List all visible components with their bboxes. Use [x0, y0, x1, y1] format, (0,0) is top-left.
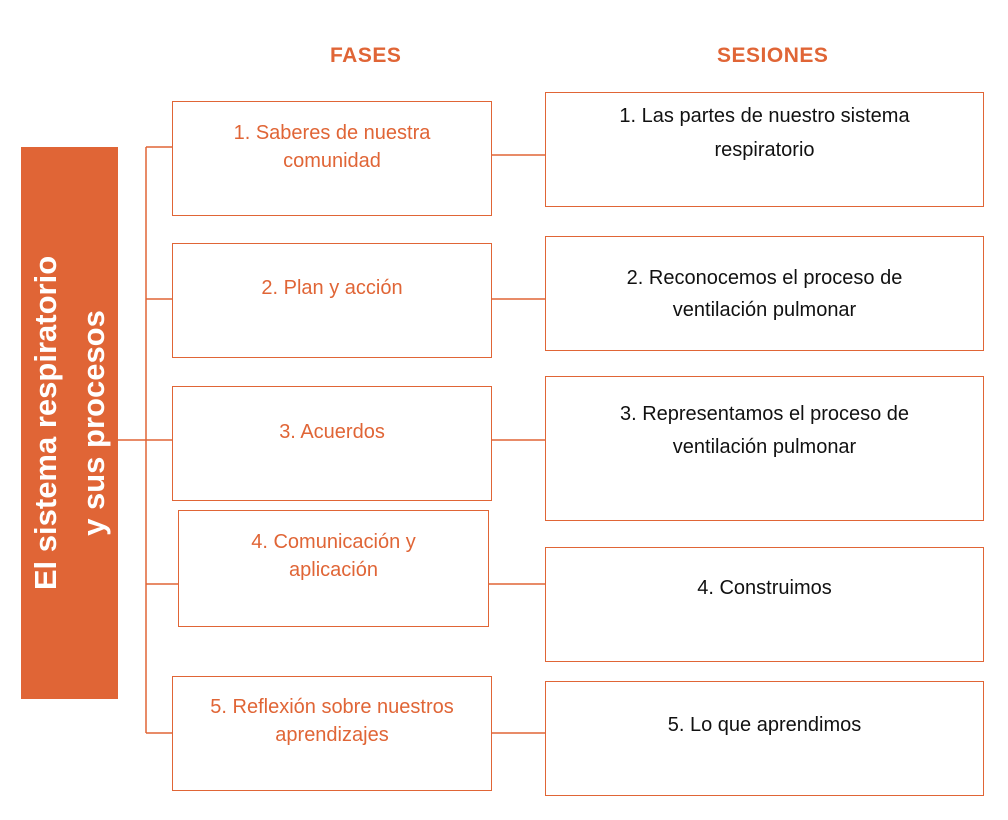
session-box-5: 5. Lo que aprendimos — [545, 681, 984, 796]
session-2-line-1: 2. Reconocemos el proceso de — [626, 267, 903, 289]
phase-1-line-2: comunidad — [283, 150, 381, 172]
topic-line-1: El sistema respiratorio — [27, 255, 63, 591]
phases-header: FASES — [330, 44, 402, 67]
session-box-4: 4. Construimos — [545, 547, 984, 662]
session-2-line-2: ventilación pulmonar — [672, 299, 857, 321]
session-box-2: 2. Reconocemos el proceso de ventilación… — [545, 236, 984, 351]
phase-box-4: 4. Comunicación y aplicación — [178, 510, 489, 627]
phase-4-line-1: 4. Comunicación y — [251, 531, 416, 553]
phase-4-line-2: aplicación — [289, 559, 378, 581]
topic-line-2: y sus procesos — [75, 310, 111, 536]
session-5-line-1: 5. Lo que aprendimos — [667, 714, 862, 736]
phase-5-line-1: 5. Reflexión sobre nuestros — [210, 696, 454, 718]
phase-box-5: 5. Reflexión sobre nuestros aprendizajes — [172, 676, 492, 791]
topic-box: El sistema respiratorio y sus procesos — [21, 147, 118, 699]
phase-2-line-1: 2. Plan y acción — [261, 277, 403, 299]
session-1-line-1: 1. Las partes de nuestro sistema — [619, 105, 910, 127]
session-3-line-2: ventilación pulmonar — [672, 436, 857, 458]
topic-title: El sistema respiratorio y sus procesos — [22, 147, 118, 699]
session-3-line-1: 3. Representamos el proceso de — [619, 403, 910, 425]
session-4-line-1: 4. Construimos — [697, 577, 832, 599]
sessions-header: SESIONES — [717, 44, 829, 67]
session-1-line-2: respiratorio — [714, 139, 815, 161]
phase-box-3: 3. Acuerdos — [172, 386, 492, 501]
phase-5-line-2: aprendizajes — [275, 724, 389, 746]
phase-box-1: 1. Saberes de nuestra comunidad — [172, 101, 492, 216]
phase-box-2: 2. Plan y acción — [172, 243, 492, 358]
phase-1-line-1: 1. Saberes de nuestra — [233, 122, 431, 144]
phase-3-line-1: 3. Acuerdos — [279, 421, 385, 443]
session-box-1: 1. Las partes de nuestro sistema respira… — [545, 92, 984, 207]
session-box-3: 3. Representamos el proceso de ventilaci… — [545, 376, 984, 521]
